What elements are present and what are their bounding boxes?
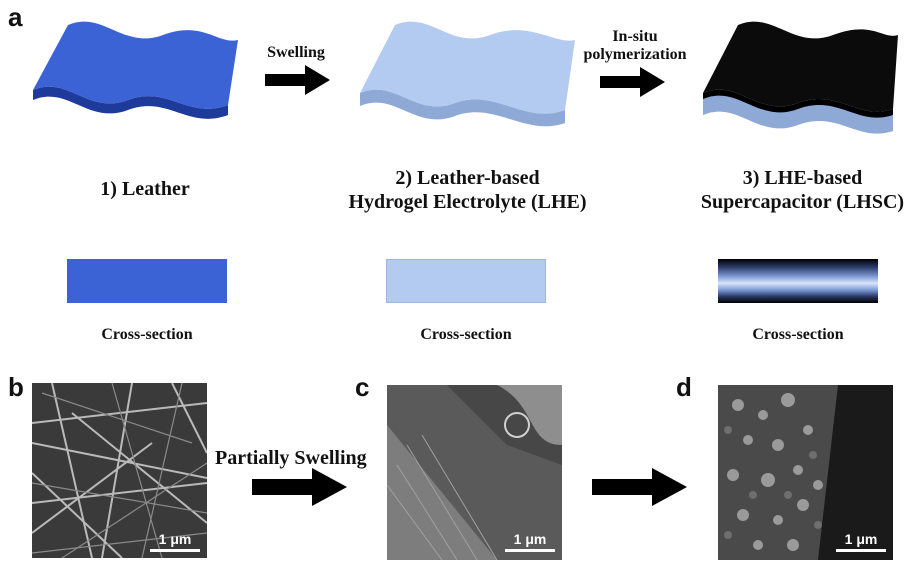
stage3-label: 3) LHE-based Supercapacitor (LHSC) — [690, 166, 915, 214]
panel-label-d: d — [676, 372, 692, 402]
leather-cross-section — [67, 259, 227, 303]
panel-label-b: b — [8, 372, 24, 402]
swollen-fiber-image — [387, 385, 562, 560]
sem-image-d: 1 μm — [718, 385, 893, 560]
lhe-cross-section — [386, 259, 546, 303]
stage3-label-line1: 3) LHE-based — [742, 167, 863, 189]
leather-cross-section-label: Cross-section — [101, 326, 193, 343]
stage2-label-line2: Hydrogel Electrolyte (LHE) — [348, 191, 587, 213]
polymer-coated-image — [718, 385, 893, 560]
stage2-label: 2) Leather-based Hydrogel Electrolyte (L… — [345, 166, 590, 214]
stage3-label-line2: Supercapacitor (LHSC) — [700, 191, 905, 213]
sem-image-c: 1 μm — [387, 385, 562, 560]
fiber-network-image — [32, 383, 207, 558]
polymerization-label-line1: In-situ — [612, 28, 658, 45]
polymerization-label: In-situ polymerization — [575, 28, 695, 64]
panel-label-a: a — [8, 2, 23, 32]
lhsc-cross-section-label: Cross-section — [752, 326, 844, 343]
scale-bar-c-line — [505, 549, 555, 552]
scale-bar-d: 1 μm — [836, 531, 886, 552]
lhe-cross-section-label: Cross-section — [420, 326, 512, 343]
scale-bar-d-label: 1 μm — [844, 531, 878, 547]
scale-bar-b-line — [150, 549, 200, 552]
polymerization-arrow-bottom — [592, 468, 687, 506]
swelling-label: Swelling — [267, 44, 325, 61]
scale-bar-b: 1 μm — [150, 531, 200, 552]
stage1-label: 1) Leather — [100, 178, 190, 200]
polymerization-arrow — [600, 67, 665, 97]
lhe-sheet-illustration — [360, 21, 575, 127]
lhsc-sheet-illustration — [703, 21, 898, 134]
leather-sheet-illustration — [33, 21, 238, 119]
sem-image-b: 1 μm — [32, 383, 207, 558]
partially-swelling-label: Partially Swelling — [215, 447, 367, 469]
scale-bar-b-label: 1 μm — [158, 531, 192, 547]
panel-label-c: c — [355, 372, 370, 402]
scale-bar-c-label: 1 μm — [513, 531, 547, 547]
partially-swelling-arrow — [252, 468, 347, 506]
scale-bar-d-line — [836, 549, 886, 552]
polymerization-label-line2: polymerization — [583, 46, 687, 63]
swelling-arrow — [265, 65, 330, 95]
lhsc-cross-section — [718, 259, 878, 303]
scale-bar-c: 1 μm — [505, 531, 555, 552]
stage2-label-line1: 2) Leather-based — [395, 167, 540, 189]
